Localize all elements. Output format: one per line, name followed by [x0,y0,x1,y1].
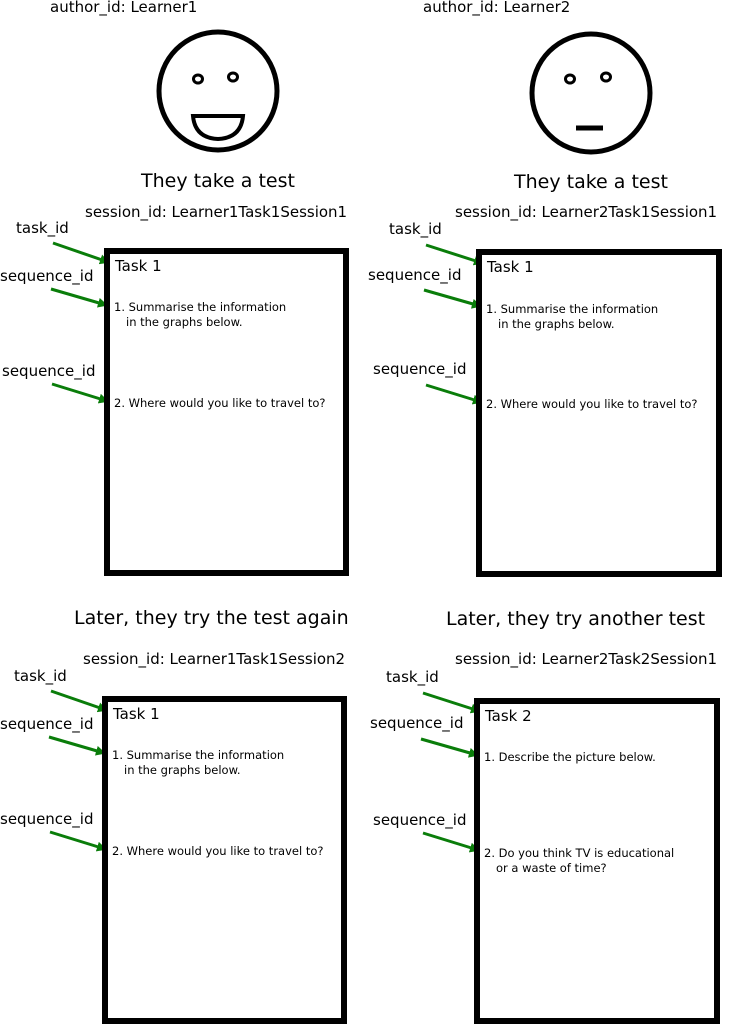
question-text: 1. Summarise the information [486,302,659,316]
action-caption-learner1: They take a test [141,170,295,192]
session-label: session_id: Learner2Task1Session1 [455,203,718,221]
question-text: 2. Where would you like to travel to? [114,396,326,410]
sequence-id-arrow [423,288,482,309]
neutral-face-icon [529,31,653,155]
task-id-label: task_id [386,668,439,686]
question-item: 2. Do you think TV is educational or a w… [484,846,674,876]
task-title: Task 1 [113,705,160,723]
sequence-id-label: sequence_id [2,362,96,380]
question-text: 2. Where would you like to travel to? [112,844,324,858]
action-caption-later-learner1: Later, they try the test again [74,607,349,629]
sequence-id-label: sequence_id [0,267,94,285]
test-sheet: Task 1 1. Summarise the information in t… [476,249,722,577]
question-item: 1. Describe the picture below. [484,750,656,765]
task-id-arrow [50,689,108,713]
sequence-id-label: sequence_id [373,360,467,378]
author-label-learner2: author_id: Learner2 [423,0,571,16]
question-text-continued: in the graphs below. [126,315,243,329]
happy-face-icon [156,29,280,153]
task-id-arrow [425,243,484,266]
sequence-id-arrow [422,831,480,853]
question-item: 1. Summarise the information in the grap… [486,302,658,332]
sequence-id-arrow [51,382,109,404]
sequence-id-label: sequence_id [373,811,467,829]
task-title: Task 1 [115,257,162,275]
question-item: 1. Summarise the information in the grap… [112,748,284,778]
question-text-continued: or a waste of time? [496,861,607,875]
sequence-id-arrow [50,287,108,308]
question-item: 2. Where would you like to travel to? [112,844,323,859]
task-title: Task 2 [485,707,532,725]
test-sheet: Task 1 1. Summarise the information in t… [104,248,349,576]
action-caption-learner2: They take a test [514,171,668,193]
test-sheet: Task 1 1. Summarise the information in t… [102,696,347,1024]
question-text: 1. Summarise the information [112,748,285,762]
task-title: Task 1 [487,258,534,276]
task-id-label: task_id [14,667,67,685]
session-label: session_id: Learner1Task1Session1 [85,203,348,221]
question-item: 1. Summarise the information in the grap… [114,300,286,330]
sequence-id-arrow [420,737,479,758]
question-text: 2. Do you think TV is educational [484,846,675,860]
task-id-label: task_id [16,219,69,237]
question-item: 2. Where would you like to travel to? [114,396,325,411]
question-item: 2. Where would you like to travel to? [486,397,697,412]
question-text: 1. Describe the picture below. [484,750,656,764]
sequence-id-label: sequence_id [368,266,462,284]
sequence-id-arrow [49,830,107,852]
author-label-learner1: author_id: Learner1 [50,0,198,16]
session-label: session_id: Learner1Task1Session2 [83,650,346,668]
sequence-id-arrow [425,383,483,405]
sequence-id-label: sequence_id [370,714,464,732]
test-sheet: Task 2 1. Describe the picture below. 2.… [474,698,720,1024]
sequence-id-arrow [48,735,106,756]
session-label: session_id: Learner2Task2Session1 [455,650,718,668]
sequence-id-label: sequence_id [0,810,94,828]
question-text: 1. Summarise the information [114,300,287,314]
task-id-arrow [52,241,110,265]
sequence-id-label: sequence_id [0,715,94,733]
question-text: 2. Where would you like to travel to? [486,397,698,411]
action-caption-later-learner2: Later, they try another test [446,608,706,630]
question-text-continued: in the graphs below. [124,763,241,777]
task-id-arrow [422,691,481,714]
task-id-label: task_id [389,220,442,238]
question-text-continued: in the graphs below. [498,317,615,331]
